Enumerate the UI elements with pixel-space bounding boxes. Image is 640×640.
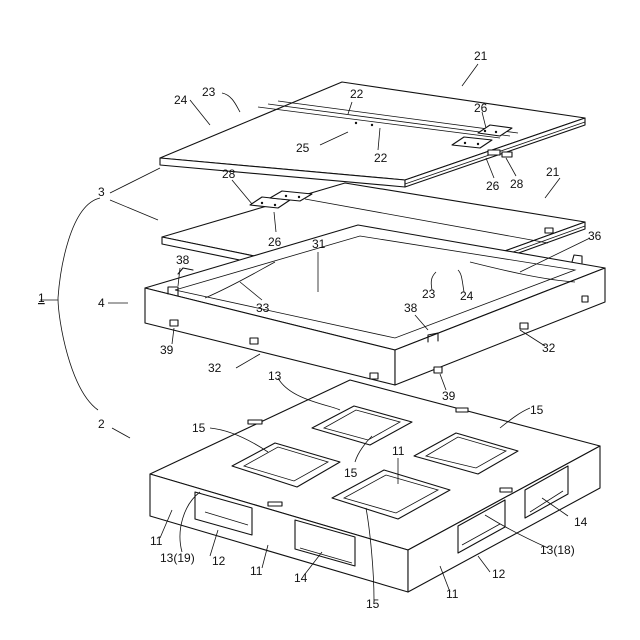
reference-numeral-l12b: 12 — [492, 567, 506, 581]
reference-numeral-l15a: 15 — [192, 421, 206, 435]
reference-numeral-l2: 2 — [98, 417, 105, 431]
reference-numeral-l13b: 13(19) — [160, 551, 195, 565]
reference-numeral-l26b: 26 — [486, 179, 500, 193]
reference-numeral-l39a: 39 — [160, 343, 174, 357]
reference-numeral-l24a: 24 — [174, 93, 188, 107]
reference-numeral-l14a: 14 — [294, 571, 308, 585]
reference-numeral-l12a: 12 — [212, 554, 226, 568]
reference-numeral-l14b: 14 — [574, 515, 588, 529]
reference-numeral-l15b: 15 — [344, 466, 358, 480]
reference-numeral-l28b: 28 — [510, 177, 524, 191]
reference-numeral-l23b: 23 — [422, 287, 436, 301]
reference-numeral-l39b: 39 — [442, 389, 456, 403]
reference-numeral-l21b: 21 — [546, 165, 560, 179]
reference-numeral-l23a: 23 — [202, 85, 216, 99]
reference-numeral-l15c: 15 — [530, 403, 544, 417]
reference-numeral-l22b: 22 — [374, 151, 388, 165]
reference-numeral-l26a: 26 — [474, 101, 488, 115]
reference-numeral-l3: 3 — [98, 185, 105, 199]
reference-numeral-l15d: 15 — [366, 597, 380, 611]
reference-numeral-l31: 31 — [312, 237, 326, 251]
reference-numeral-l13a: 13 — [268, 369, 282, 383]
reference-numeral-l38b: 38 — [404, 301, 418, 315]
reference-numeral-l13c: 13(18) — [540, 543, 575, 557]
reference-numeral-l28a: 28 — [222, 167, 236, 181]
reference-numeral-l32b: 32 — [542, 341, 556, 355]
reference-numeral-l24b: 24 — [460, 289, 474, 303]
reference-numeral-l11b: 11 — [250, 564, 263, 578]
reference-numeral-l4: 4 — [98, 296, 105, 310]
reference-numeral-l22a: 22 — [350, 87, 364, 101]
reference-numeral-l32a: 32 — [208, 361, 222, 375]
reference-numeral-l25: 25 — [296, 141, 310, 155]
reference-numeral-l1: 1 — [38, 291, 45, 305]
reference-numeral-l21a: 21 — [474, 49, 488, 63]
reference-numeral-l11c: 11 — [392, 444, 405, 458]
reference-numeral-l26c: 26 — [268, 235, 282, 249]
reference-numeral-l33: 33 — [256, 301, 270, 315]
reference-numeral-l36: 36 — [588, 229, 602, 243]
reference-numeral-l11a: 11 — [150, 534, 163, 548]
reference-numeral-l11d: 11 — [446, 587, 459, 601]
reference-numeral-l38a: 38 — [176, 253, 190, 267]
